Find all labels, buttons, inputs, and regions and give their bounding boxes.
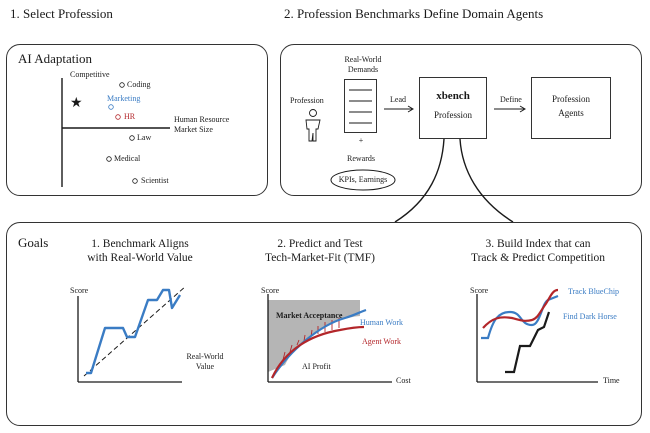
goal2-title: 2. Predict and Test Tech-Market-Fit (TMF… (264, 238, 375, 264)
human-work-label: Human Work (360, 318, 403, 327)
goal3-score-label: Score (470, 286, 489, 295)
profession-agents-label: Profession Agents (552, 94, 590, 118)
goal1-real-world-value-label: Real-World Value (186, 352, 224, 371)
goals-title: Goals (18, 235, 49, 250)
section1-title: 1. Select Profession (10, 6, 113, 21)
goal2-cost-label: Cost (396, 376, 411, 385)
human-work-curve (271, 308, 367, 379)
ai-adaptation-title: AI Adaptation (18, 51, 93, 66)
hr-label: HR (124, 112, 136, 121)
law-label: Law (137, 133, 152, 142)
kpis-earnings-label: KPIs, Earnings (338, 175, 388, 184)
goal2-score-label: Score (261, 286, 280, 295)
goal1-score-label: Score (70, 286, 89, 295)
lead-label: Lead (390, 95, 406, 104)
coding-label: Coding (127, 80, 151, 89)
profession-benchmarks-panel (280, 44, 642, 196)
real-world-demands-label: Real-World Demands (344, 55, 382, 74)
star-icon: ★ (70, 96, 83, 111)
profession-agents-box (531, 77, 611, 139)
xbench-box (419, 77, 487, 139)
marketing-label: Marketing (107, 94, 141, 103)
scientist-label: Scientist (141, 176, 169, 185)
agent-work-label: Agent Work (362, 337, 401, 346)
ai-adaptation-panel (6, 44, 268, 196)
find-dark-horse-label: Find Dark Horse (563, 312, 617, 321)
rewards-label: Rewards (347, 154, 375, 163)
agent-work-curve (271, 325, 365, 379)
goal1-benchmark-line (86, 288, 182, 375)
goal3-time-label: Time (603, 376, 620, 385)
red-line (482, 288, 559, 329)
section2-title: 2. Profession Benchmarks Define Domain A… (284, 6, 544, 21)
xbench-title: xbench (436, 90, 470, 102)
profession-label: Profession (290, 96, 324, 105)
market-acceptance-label: Market Acceptance (276, 311, 343, 320)
xbench-profession-label: Profession (434, 110, 472, 120)
ai-profit-label: AI Profit (302, 362, 331, 371)
goals-panel (6, 222, 642, 426)
define-label: Define (500, 95, 522, 104)
human-resource-axis-label: Human Resource Market Size (174, 115, 230, 134)
goal3-title: 3. Build Index that can Track & Predict … (470, 238, 606, 264)
dark-horse-line (505, 311, 551, 374)
demands-list-box (344, 79, 377, 133)
track-bluechip-label: Track BlueChip (568, 287, 620, 296)
goal1-title: 1. Benchmark Aligns with Real-World Valu… (87, 238, 193, 264)
medical-label: Medical (114, 154, 141, 163)
plus-sign: + (358, 136, 364, 145)
competitive-axis-label: Competitive (70, 70, 110, 79)
goal1-diagonal-dashed (83, 285, 187, 377)
